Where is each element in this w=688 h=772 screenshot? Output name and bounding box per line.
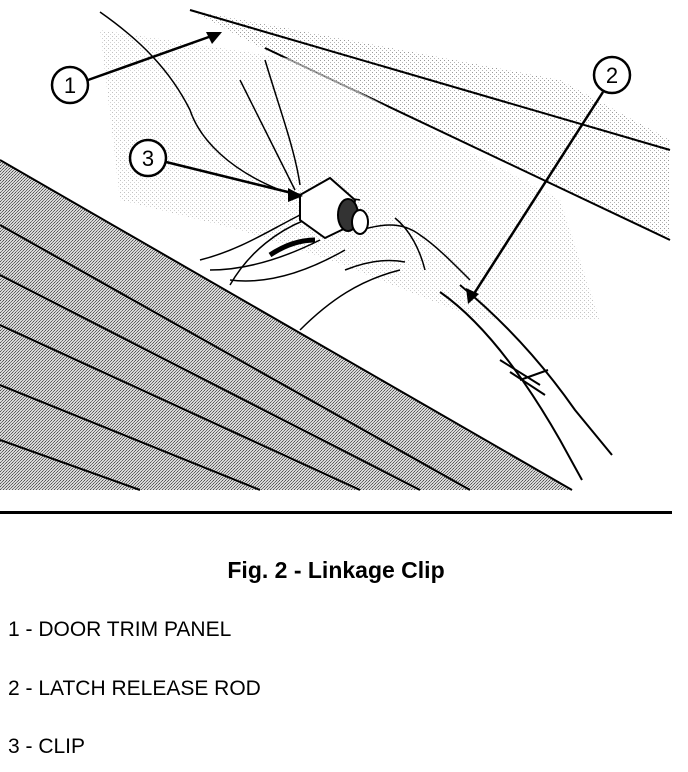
legend-item-clip: 3 - CLIP [8, 735, 86, 758]
callout-1: 1 [50, 31, 222, 105]
linkage-clip-illustration: 1 2 3 [0, 9, 671, 491]
divider [0, 511, 672, 514]
callout-3: 3 [128, 138, 303, 202]
latch-release-rod [439, 284, 613, 481]
lower-textured-surface [0, 159, 573, 491]
legend-item-door-trim-panel: 1 - DOOR TRIM PANEL [8, 618, 232, 641]
callout-number-3: 3 [142, 146, 154, 171]
figure-caption: Fig. 2 - Linkage Clip [227, 557, 445, 583]
callout-number-1: 1 [64, 73, 76, 98]
legend-item-latch-release-rod: 2 - LATCH RELEASE ROD [8, 677, 261, 700]
linkage-clip [268, 176, 369, 258]
callout-2: 2 [466, 55, 632, 304]
callout-number-2: 2 [606, 63, 618, 88]
hand-outline [99, 11, 471, 331]
